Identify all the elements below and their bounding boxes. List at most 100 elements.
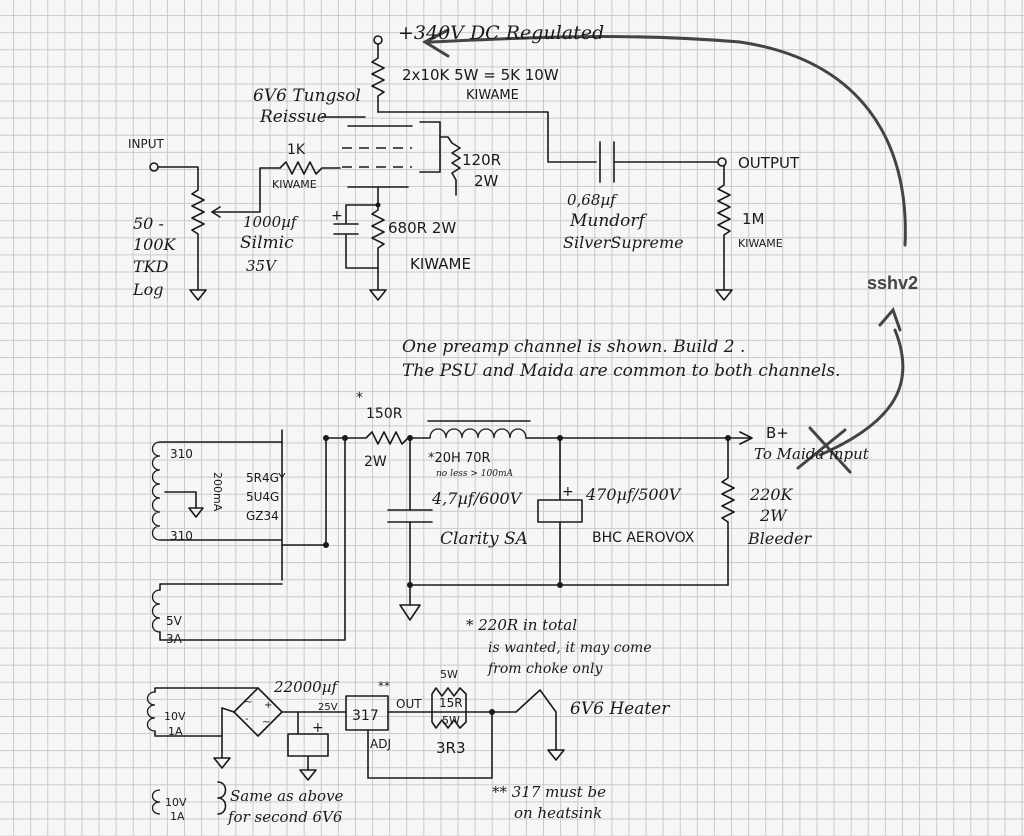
output-resistor — [717, 165, 731, 291]
plate-resistor — [371, 43, 385, 113]
rectifier-label-3: GZ34 — [246, 509, 279, 523]
cap2-plus: + — [562, 484, 574, 500]
wiper-arrow — [211, 206, 221, 218]
junction-dot-i — [489, 709, 495, 715]
tap-310-bottom: 310 — [170, 529, 193, 543]
tube-name: 6V6 Tungsol — [253, 86, 361, 106]
tap-310-top: 310 — [170, 447, 193, 461]
schematic-labels: +340V DC Regulated 2x10K 5W = 5K 10W KIW… — [128, 22, 918, 826]
plate-resistor-label: 2x10K 5W = 5K 10W — [402, 66, 559, 84]
bridge-ac-2: ~ — [262, 717, 270, 728]
cap1-brand: Clarity SA — [440, 529, 528, 549]
capacitor-aerovox — [537, 437, 583, 586]
star-note-2: is wanted, it may come — [488, 640, 652, 656]
heater-3a-label: 3A — [166, 632, 183, 646]
big-cap-voltage: 25V — [318, 702, 338, 713]
big-cap-plus: + — [312, 720, 324, 736]
preamp-circuit — [149, 35, 733, 301]
cathode-cap-plus: + — [331, 208, 343, 224]
cathode-cap-label-2: Silmic — [240, 233, 294, 253]
output-resistor-label: 1M — [742, 210, 765, 228]
ground-symbol-cathode — [369, 289, 387, 301]
pot-label-1: 50 - — [133, 214, 164, 233]
series-resistor-label: 150R — [366, 406, 403, 422]
cathode-resistor — [371, 199, 385, 291]
supply-label: +340V DC Regulated — [398, 22, 604, 44]
grid-resistor-label: 1K — [287, 142, 306, 158]
heatsink-note-1: ** 317 must be — [492, 783, 606, 801]
screen-resistor — [439, 136, 461, 196]
cathode-resistor-brand: KIWAME — [410, 255, 471, 273]
rectifier-label-2: 5U4G — [246, 490, 279, 504]
coupling-cap-label-3: SilverSupreme — [563, 233, 684, 252]
capacitor-clarity — [387, 437, 433, 586]
heater-5v-leads — [159, 437, 346, 641]
heater-secondary-a: 1A — [168, 725, 183, 738]
output-terminal — [717, 157, 727, 167]
regulator-out-label: OUT — [396, 697, 422, 711]
resistor-15r — [431, 687, 467, 713]
regulator-317 — [345, 695, 389, 731]
input-terminal — [149, 162, 159, 172]
pot-label-2: 100K — [133, 235, 177, 254]
big-cap-label: 22000µf — [273, 678, 339, 696]
heater2-secondary-label: 10V — [165, 796, 187, 809]
pot-label-4: Log — [132, 280, 164, 299]
plate-to-coupling-wire — [377, 111, 597, 163]
cathode-cap-label: 1000µf — [243, 213, 299, 231]
rectifier-output-wire — [281, 437, 327, 546]
screen-resistor-label: 120R — [462, 151, 501, 169]
series-resistor-star: * — [356, 390, 363, 406]
grid-resistor — [279, 161, 341, 175]
bridge-plus: + — [264, 700, 272, 711]
adj-feedback-wire — [367, 711, 493, 779]
cathode-cap-label-3: 35V — [246, 257, 278, 275]
cathode-junction-dot — [375, 202, 381, 208]
res-5w-top-label: 5W — [440, 668, 458, 681]
tube-name-2: Reissue — [259, 107, 327, 127]
sshv2-arrow — [421, 28, 907, 474]
same-note-2: for second 6V6 — [227, 808, 343, 826]
cathode-resistor-label: 680R 2W — [388, 219, 456, 237]
heater-secondary-label: 10V — [164, 710, 186, 723]
heater-circuit — [146, 687, 565, 815]
series-resistor-power: 2W — [364, 454, 387, 470]
sshv2-arrow-lower — [818, 307, 905, 457]
wiper-to-grid-wire — [211, 167, 281, 213]
psu-circuit — [151, 420, 753, 641]
bleeder-power: 2W — [759, 506, 788, 525]
ground-symbol-output — [715, 289, 733, 301]
supply-terminal — [373, 35, 383, 45]
bplus-line — [525, 431, 753, 445]
bleeder-value: 220K — [749, 485, 794, 504]
brace-mark — [217, 781, 227, 815]
choke-label: *20H 70R — [428, 451, 491, 466]
ground-symbol-heater — [547, 749, 565, 761]
output-resistor-brand: KIWAME — [738, 237, 783, 250]
hv-secondary-leads — [159, 441, 197, 541]
bridge-minus: - — [245, 714, 249, 725]
bplus-label: B+ — [766, 424, 789, 442]
big-capacitor — [287, 711, 329, 771]
ground-symbol-pot — [189, 289, 207, 301]
crossed-out-mark — [796, 426, 852, 474]
star-note-3: from choke only — [487, 661, 603, 677]
coupling-cap-label-2: Mundorf — [569, 211, 648, 231]
heatsink-note-2: on heatsink — [514, 804, 602, 822]
psu-ground-rail — [409, 584, 729, 606]
heater-label: 6V6 Heater — [570, 699, 670, 719]
regulator-adj-label: ADJ — [370, 737, 391, 751]
coupling-cap-label: 0,68µf — [567, 191, 618, 209]
res-3r3-label: 3R3 — [436, 739, 466, 757]
heater-5v-coil — [151, 589, 161, 633]
bleeder-label: Bleeder — [747, 529, 813, 548]
ground-symbol-psu — [399, 604, 421, 621]
volume-pot — [157, 166, 205, 291]
junction-dot-g — [407, 582, 413, 588]
sshv2-label: sshv2 — [867, 273, 918, 293]
heater2-secondary-a: 1A — [170, 810, 185, 823]
cap2-brand: BHC AEROVOX — [592, 530, 695, 546]
cap2-label: 470µf/500V — [585, 485, 682, 504]
note-line-1: One preamp channel is shown. Build 2 . — [402, 337, 745, 357]
